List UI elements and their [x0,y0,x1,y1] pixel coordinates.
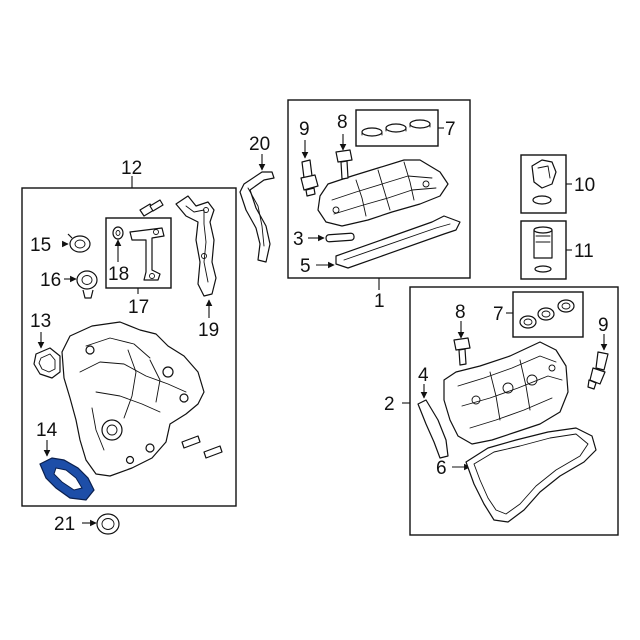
callout-14: 14 [36,420,58,441]
gasket-5 [335,215,461,269]
callout-17: 17 [128,297,149,318]
washer-18 [112,226,124,240]
spark-plug-9-upper [300,159,319,197]
callout-7-upper: 7 [445,119,456,140]
gasket-14-highlighted [39,457,95,501]
timing-cover [61,321,205,477]
bolt-8-upper [335,149,353,180]
o-ring-16 [76,270,98,299]
oil-filter-11 [533,226,553,273]
callout-2: 2 [384,394,395,415]
seal-3 [325,232,355,243]
callout-9-lower: 9 [598,315,609,336]
callout-5: 5 [300,256,311,277]
callout-11: 11 [574,241,594,262]
grommets-7-upper [361,119,431,137]
callout-10: 10 [574,175,595,196]
timing-cover-group-box [21,187,237,507]
callout-19: 19 [198,320,219,341]
valve-cover-right [317,159,449,227]
seal-13 [33,347,61,379]
seal-4 [417,399,449,459]
bolt-8-lower [453,337,471,366]
callout-4: 4 [418,365,429,386]
callout-18: 18 [108,264,129,285]
callout-6: 6 [436,458,447,479]
callout-3: 3 [293,229,304,250]
callout-7-lower: 7 [493,304,504,325]
callout-12: 12 [121,158,142,179]
callout-8-lower: 8 [455,302,466,323]
left-valve-cover-group-box [409,286,619,536]
callout-21: 21 [54,514,75,535]
grommets-7-lower [519,299,575,329]
spark-plug-9-lower [587,351,609,390]
gasket-6 [465,427,597,523]
callout-15: 15 [30,235,51,256]
callout-8-upper: 8 [337,112,348,133]
gasket-19 [175,195,217,297]
callout-13: 13 [30,311,51,332]
seal-21 [96,513,120,535]
callout-16: 16 [40,270,61,291]
dowel-pins [181,435,223,459]
valve-cover-left [443,341,569,445]
bolt [139,199,164,217]
valve-gasket-set-box-lower [512,291,584,338]
hose-20 [239,171,275,263]
callout-20: 20 [249,134,270,155]
callout-9-upper: 9 [299,119,310,140]
oil-filler-cap-10 [531,159,557,205]
o-ring-15 [67,233,91,253]
sensor-bracket-17 [129,227,165,281]
callout-1: 1 [374,291,385,312]
